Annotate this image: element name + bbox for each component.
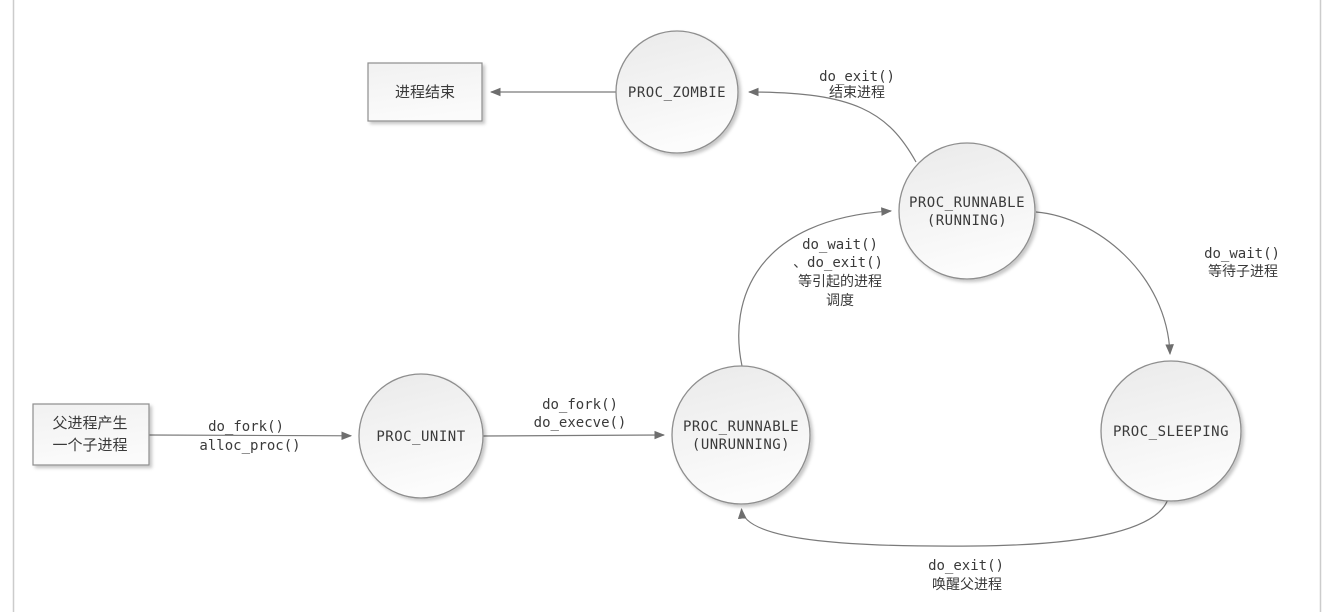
state-node-zombie-label: PROC_ZOMBIE [628,85,726,101]
label-unrunning-to-running-line3: 等引起的进程 [798,273,882,290]
label-running-to-sleeping: do_wait() 等待子进程 [1204,246,1280,280]
label-running-to-zombie: do_exit() 结束进程 [819,69,895,101]
state-node-zombie: PROC_ZOMBIE [615,30,739,154]
edge-unint-to-unrunning [482,430,666,440]
label-sleeping-to-unrunning: do_exit() 唤醒父进程 [928,558,1004,593]
label-running-to-zombie-line1: do_exit() [819,69,895,85]
label-sleeping-to-unrunning-line1: do_exit() [928,558,1004,574]
state-node-unint: PROC_UNINT [358,373,484,499]
label-unint-to-unrunning-line2: do_execve() [534,415,627,431]
label-unrunning-to-running-line1: do_wait() [802,237,878,253]
state-node-running-label1: PROC_RUNNABLE [909,195,1025,211]
edge-running-to-sleeping [1035,211,1174,356]
label-unint-to-unrunning: do_fork() do_execve() [534,397,627,431]
label-box-to-unint-line2: alloc_proc() [199,438,300,454]
state-node-unint-label: PROC_UNINT [376,429,465,445]
state-node-sleeping: PROC_SLEEPING [1100,360,1242,502]
state-node-unrunning: PROC_RUNNABLE (UNRUNNING) [671,365,811,505]
edge-box-to-unint [148,431,353,441]
edge-running-to-zombie [747,87,917,163]
state-node-sleeping-label: PROC_SLEEPING [1113,424,1229,440]
label-box-to-unint: do_fork() alloc_proc() [199,419,300,454]
box-process-end: 进程结束 [367,62,483,122]
state-node-running: PROC_RUNNABLE (RUNNING) [898,142,1036,280]
label-unint-to-unrunning-line1: do_fork() [542,397,618,413]
label-unrunning-to-running: do_wait() 、do_exit() 等引起的进程 调度 [793,237,883,309]
box-process-end-label: 进程结束 [395,83,455,101]
label-running-to-sleeping-line1: do_wait() [1204,246,1280,262]
label-unrunning-to-running-line2: 、do_exit() [793,255,883,271]
edge-unrunning-to-running [738,207,893,367]
box-parent-fork: 父进程产生 一个子进程 [32,403,150,466]
label-unrunning-to-running-line4: 调度 [826,293,854,309]
label-sleeping-to-unrunning-line2: 唤醒父进程 [932,576,1002,593]
state-node-unrunning-label1: PROC_RUNNABLE [683,419,799,435]
state-node-running-label2: (RUNNING) [927,213,1007,229]
state-node-unrunning-label2: (UNRUNNING) [692,437,790,453]
box-parent-fork-line2: 一个子进程 [52,436,127,454]
box-parent-fork-line1: 父进程产生 [52,414,127,432]
label-box-to-unint-line1: do_fork() [208,419,284,435]
edge-sleeping-to-unrunning [737,498,1169,547]
label-running-to-sleeping-line2: 等待子进程 [1208,263,1278,280]
label-running-to-zombie-line2: 结束进程 [829,85,885,101]
